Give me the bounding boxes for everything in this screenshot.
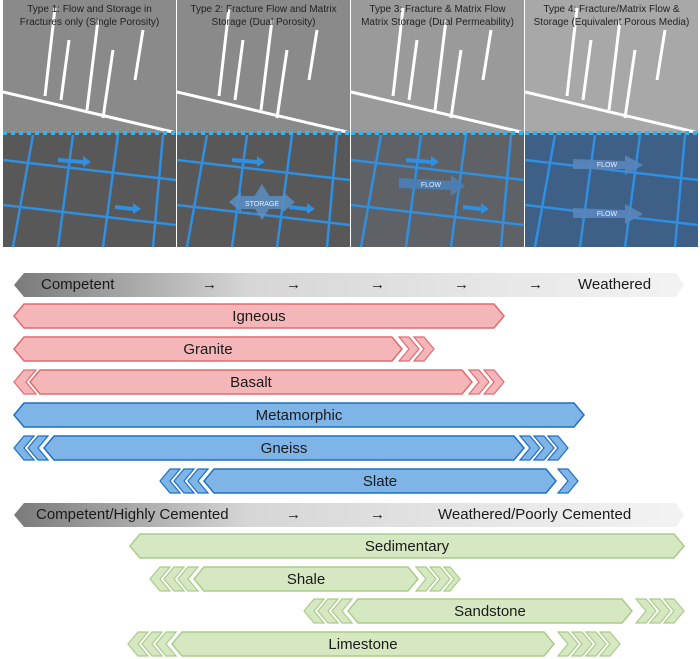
title-line-1: Type 3: Fracture & Matrix Flow: [369, 4, 506, 15]
title-line-2: Storage (Equivalent Porous Media): [533, 17, 690, 28]
sedimentary-scale: Competent/Highly Cemented → → Weathered/…: [14, 503, 684, 527]
band-metamorphic: Metamorphic: [13, 402, 585, 428]
scale-arrow: →: [286, 276, 301, 293]
fracture-diagram-type-2: STORAGE: [177, 0, 350, 247]
band-shale: Shale: [149, 566, 461, 592]
flow-arrow: [573, 155, 643, 224]
title-line-2: Matrix Storage (Dual Permeability): [361, 17, 514, 28]
panel-type-1: Type 1: Flow and Storage in Fractures on…: [3, 0, 176, 247]
band-label: Slate: [362, 472, 398, 490]
panel-type-4: Type 4: Fracture/Matrix Flow & Storage (…: [525, 0, 698, 247]
panel-title: Type 3: Fracture & Matrix Flow Matrix St…: [351, 3, 524, 29]
fracture-diagram-type-3: FLOW: [351, 0, 524, 247]
storage-label: STORAGE: [245, 201, 279, 208]
scale-arrow: →: [528, 276, 543, 293]
flow-label: FLOW: [421, 182, 442, 189]
scale-arrow: →: [370, 506, 385, 523]
band-granite: Granite: [13, 336, 435, 362]
flow-arrow: [399, 175, 465, 196]
title-line-2: Fractures only (Single Porosity): [19, 17, 160, 28]
scale-left-label: Competent: [41, 276, 115, 293]
scale-right-label: Weathered/Poorly Cemented: [438, 506, 632, 523]
fracture-diagram-type-4: FLOW FLOW: [525, 0, 698, 247]
title-line-2: Storage (Dual Porosity): [211, 17, 316, 28]
panel-title: Type 1: Flow and Storage in Fractures on…: [3, 3, 176, 29]
band-sandstone: Sandstone: [303, 598, 685, 624]
scale-arrow: →: [370, 276, 385, 293]
panel-type-3: Type 3: Fracture & Matrix Flow Matrix St…: [351, 0, 524, 247]
scale-arrow: →: [454, 276, 469, 293]
flow-label: FLOW: [597, 211, 618, 218]
flow-label: FLOW: [597, 162, 618, 169]
panel-title: Type 4: Fracture/Matrix Flow & Storage (…: [525, 3, 698, 29]
band-label: Metamorphic: [255, 406, 343, 424]
band-label: Shale: [286, 570, 326, 588]
band-label: Igneous: [232, 307, 286, 325]
panel-title: Type 2: Fracture Flow and Matrix Storage…: [177, 3, 350, 29]
title-line-1: Type 1: Flow and Storage in: [27, 4, 152, 15]
scale-arrow: →: [286, 506, 301, 523]
band-sedimentary: Sedimentary: [129, 533, 685, 559]
band-label: Basalt: [230, 373, 272, 391]
igneous-metamorphic-scale: Competent → → → → → Weathered: [14, 273, 684, 297]
band-basalt: Basalt: [13, 369, 505, 395]
panel-type-2: Type 2: Fracture Flow and Matrix Storage…: [177, 0, 350, 247]
title-line-1: Type 2: Fracture Flow and Matrix: [190, 4, 337, 15]
band-limestone: Limestone: [127, 631, 628, 657]
band-label: Limestone: [328, 635, 398, 653]
band-slate: Slate: [159, 468, 584, 494]
fracture-diagram-type-1: [3, 0, 176, 247]
band-label: Granite: [183, 340, 233, 358]
scale-right-label: Weathered: [578, 276, 652, 293]
scale-arrow: →: [202, 276, 217, 293]
title-line-1: Type 4: Fracture/Matrix Flow &: [543, 4, 680, 15]
band-gneiss: Gneiss: [13, 435, 574, 461]
band-label: Sandstone: [454, 602, 526, 620]
band-label: Gneiss: [260, 439, 308, 457]
band-label: Sedimentary: [364, 537, 450, 555]
storage-cross-arrow: [229, 184, 295, 220]
scale-left-label: Competent/Highly Cemented: [36, 506, 229, 523]
band-igneous: Igneous: [13, 303, 505, 329]
